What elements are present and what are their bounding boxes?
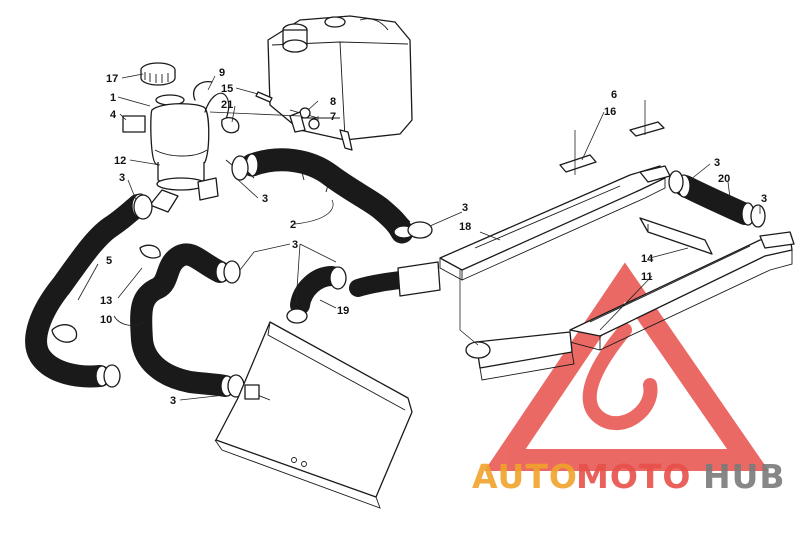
callout-3-e: 3 [761, 193, 767, 205]
callout-21: 21 [221, 99, 233, 111]
callout-3-b: 3 [262, 193, 268, 205]
callout-3-d: 3 [714, 157, 720, 169]
hose-5-clamps [51, 194, 153, 388]
hose-20 [668, 170, 766, 228]
mounting-brackets [559, 100, 665, 175]
hose-clamp [225, 155, 433, 239]
callout-17: 17 [106, 73, 118, 85]
callout-10: 10 [100, 314, 112, 326]
callout-3-f: 3 [170, 395, 176, 407]
watermark-text-auto: AUTO [472, 457, 578, 496]
watermark-text-hub: HUB [703, 457, 786, 496]
hose-2 [240, 148, 415, 244]
callout-2: 2 [290, 219, 296, 231]
callout-6: 6 [611, 89, 617, 101]
hose-10-clamps [139, 244, 245, 398]
watermark-triangle-outer [484, 262, 769, 471]
callout-20: 20 [718, 173, 730, 185]
callout-15: 15 [221, 83, 233, 95]
heat-exchanger-18 [439, 165, 671, 281]
callout-3-g: 3 [292, 239, 298, 251]
bracket-14 [639, 217, 713, 255]
callout-8: 8 [330, 96, 336, 108]
connector-hose [349, 261, 441, 297]
callout-13: 13 [100, 295, 112, 307]
watermark-text: AUTO MOTO HUB [472, 457, 786, 496]
callout-5: 5 [106, 255, 112, 267]
hose-19 [286, 266, 347, 324]
callout-3-a: 3 [119, 172, 125, 184]
hose-10 [130, 243, 236, 397]
callout-12: 12 [114, 155, 126, 167]
leader-lines [77, 73, 761, 401]
callout-9: 9 [219, 67, 225, 79]
callout-19: 19 [337, 305, 349, 317]
watermark-text-moto: MOTO [576, 457, 691, 496]
callout-11: 11 [641, 271, 653, 283]
callout-4: 4 [110, 109, 117, 121]
small-fittings [204, 91, 320, 134]
filler-neck-assembly [122, 62, 219, 213]
watermark-logo [484, 262, 769, 471]
heat-exchanger-lower-end [459, 270, 575, 381]
expansion-tank [267, 15, 413, 151]
callout-14: 14 [641, 253, 654, 265]
hose-5 [25, 193, 149, 388]
callout-1: 1 [110, 92, 116, 104]
callout-7: 7 [330, 111, 336, 123]
heat-exchanger-11 [569, 231, 795, 351]
radiator-panel [214, 321, 413, 509]
watermark-a-swirl [582, 323, 658, 431]
callout-18: 18 [459, 221, 471, 233]
callout-16: 16 [604, 106, 616, 118]
callout-3-c: 3 [462, 202, 468, 214]
callout-labels: 17 1 4 12 9 15 21 8 7 3 3 2 3 18 6 16 3 … [100, 67, 767, 407]
